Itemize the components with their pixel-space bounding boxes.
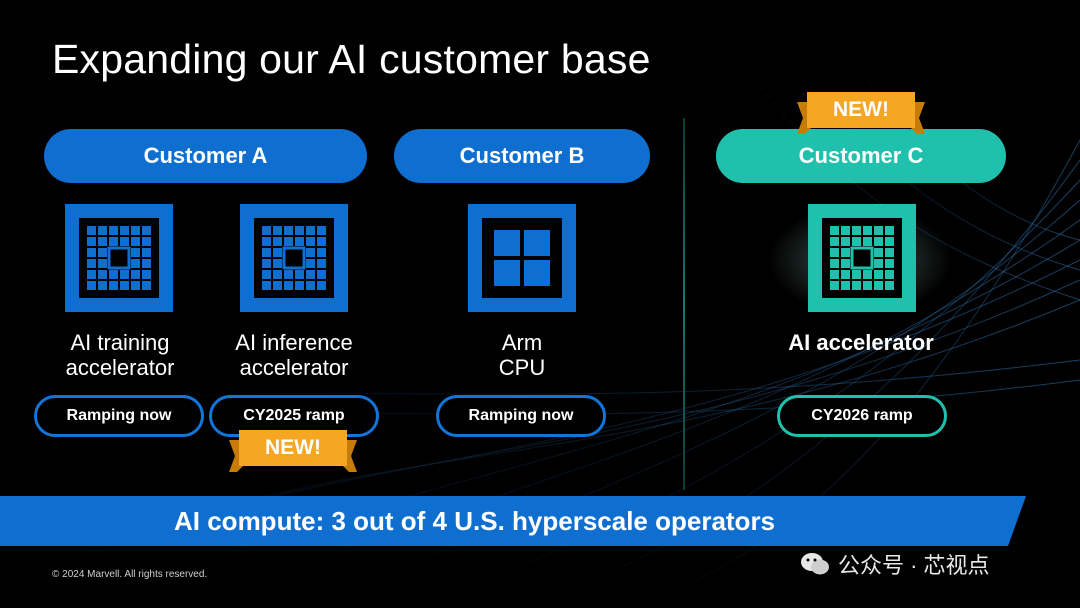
chip-grid-icon [808,204,916,312]
new-badge-label: NEW! [833,98,889,121]
chip-grid-icon [240,204,348,312]
chip-grid-icon [65,204,173,312]
new-badge-icon [229,430,357,472]
new-badge-label: NEW! [265,436,321,459]
chip-quad-icon [468,204,576,312]
watermark-text: 公众号 · 芯视点 [838,553,990,578]
status-ramping-now: Ramping now [436,395,606,437]
product-label-cpu: Arm CPU [462,330,582,380]
watermark: 公众号 · 芯视点 [800,548,990,580]
customer-b-header: Customer B [394,129,650,183]
copyright-footer: © 2024 Marvell. All rights reserved. [52,569,208,580]
customer-c-header: Customer C [716,129,1006,183]
product-line2: accelerator [65,355,175,380]
product-line2: CPU [498,355,546,380]
product-line1: AI inference [235,330,353,355]
wechat-icon [801,553,829,575]
product-line1: AI training [70,330,170,355]
summary-banner-text: AI compute: 3 out of 4 U.S. hyperscale o… [174,505,776,536]
section-divider [683,118,685,490]
slide-title: Expanding our AI customer base [52,36,651,82]
product-line1: Arm [501,330,543,355]
status-cy2025-ramp: CY2025 ramp [209,395,379,437]
product-label-inference: AI inference accelerator [212,330,376,380]
product-label-accelerator: AI accelerator [788,330,934,355]
product-line2: accelerator [239,355,349,380]
product-label-training: AI training accelerator [40,330,200,380]
status-cy2026-ramp: CY2026 ramp [777,395,947,437]
customer-a-header: Customer A [44,129,367,183]
new-badge-icon [797,92,925,134]
summary-banner [0,496,1026,546]
status-ramping-now: Ramping now [34,395,204,437]
